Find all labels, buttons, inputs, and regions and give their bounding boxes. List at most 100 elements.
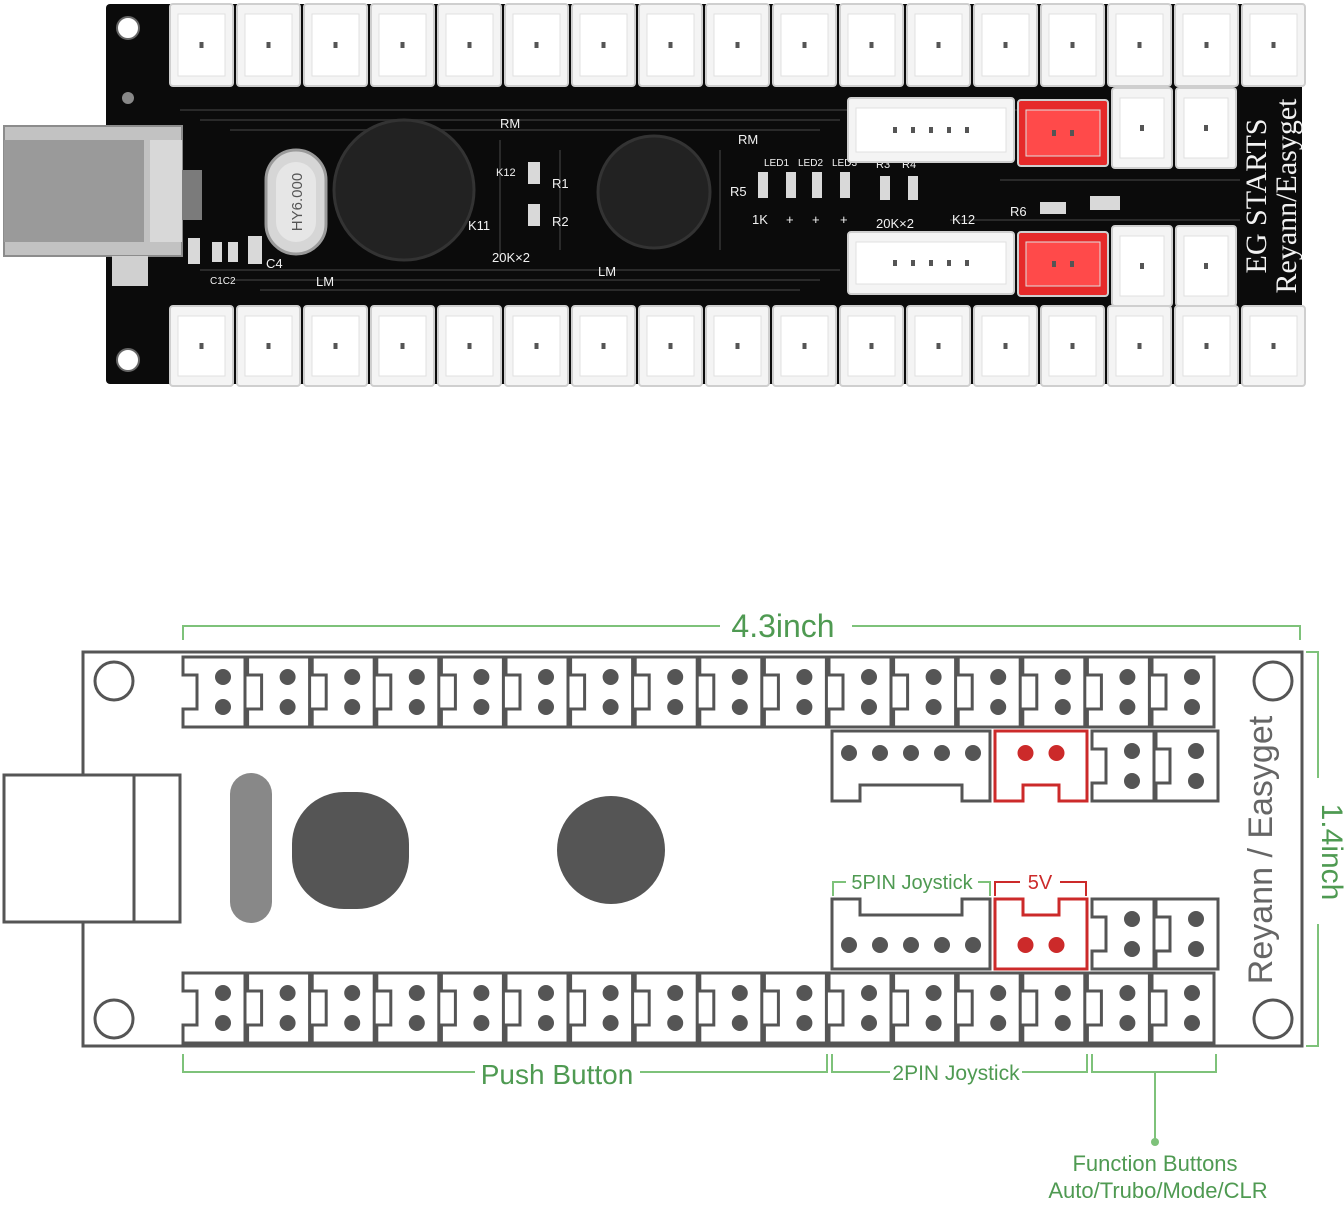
photo-bottom-connector [839,305,904,387]
chip-shape-left [292,792,409,909]
photo-bottom-connector [1174,305,1239,387]
photo-five-pin-connector-top-pin [929,127,933,133]
photo-bottom-connector [1241,305,1306,387]
silk-res-right: 20K×2 [876,216,914,231]
usb-b-port [3,125,202,286]
two-pin-label: 2PIN Joystick [892,1062,1020,1085]
five-pin-connector-bottom-pin [934,937,950,953]
photo-bottom-connector-pin [333,343,338,349]
button-connector-bottom [892,971,958,1045]
button-connector-bottom-pin [344,985,361,1001]
button-connector-bottom-pin [538,985,554,1001]
photo-top-connector [1241,3,1306,87]
button-connector-top-pin [990,699,1007,715]
photo-bottom-connector [973,305,1038,387]
photo-power-connector-bottom-cavity [1025,241,1101,287]
photo-top-connector [169,3,234,87]
button-connector-top-pin [215,669,231,685]
button-connector-bottom-pin [473,985,490,1001]
silk-k12-right: K12 [952,212,975,227]
photo-top-connector-pin [1204,42,1209,48]
photo-bottom-connector-cavity [1115,315,1164,377]
button-connector-top-pin [344,699,361,715]
button-connector-top [762,655,828,729]
photo-power-connector-bottom-pin [1052,261,1056,267]
button-connector-bottom [569,971,635,1045]
button-connector-top-pin [602,669,619,685]
photo-top-connector-pin [1003,42,1008,48]
photo-bottom-connector [772,305,837,387]
function-connector [1090,729,1156,803]
photo-top-connector-pin [534,42,539,48]
photo-top-connector-pin [936,42,941,48]
power-connector-bottom-pin [1048,937,1065,953]
button-connector-bottom [1085,971,1151,1045]
silk-lm-right: LM [598,264,616,279]
silk-lm-left: LM [316,274,334,289]
button-connector-bottom-pin [796,1015,813,1031]
silk-c4: C4 [266,256,283,271]
photo-bottom-connector-pin [936,343,941,349]
five-pin-connector-bottom-pin [903,937,919,953]
five-pin-connector-top-pin [903,745,919,761]
silkscreen-labels: RM RM LM LM K12 K11 R1 R2 20K×2 LED1 LED… [210,116,1027,289]
button-connector-top [246,655,312,729]
photo-top-connector [772,3,837,87]
photo-five-pin-connector-top-pin [965,127,969,133]
photo-bottom-connector-pin [735,343,740,349]
mount-hole [1252,660,1294,702]
photo-five-pin-connector-bottom [847,231,1015,295]
button-connector-bottom-pin [731,1015,748,1031]
height-label: 1.4inch [1315,804,1344,901]
photo-bottom-connector-pin [534,343,539,349]
silk-rm-right: RM [738,132,758,147]
photo-bottom-connector [705,305,770,387]
button-connector-bottom [762,971,828,1045]
via [122,92,134,104]
button-connector-top [698,655,764,729]
button-connector-bottom-pin [602,1015,619,1031]
button-connector-top-pin [408,699,425,715]
function-connector-pin [1124,743,1140,759]
silk-1k: 1K [752,212,768,227]
crystal-label: HY6.000 [289,173,306,231]
function-connector [1090,897,1156,971]
width-dimension [182,625,1301,640]
photo-bottom-connector [303,305,368,387]
button-connector-bottom-pin [861,1015,877,1031]
button-connector-top-pin [215,699,231,715]
photo-top-connector [1040,3,1105,87]
five-pin-label: 5PIN Joystick [851,872,973,894]
five-v-label: 5V [1028,872,1053,894]
crystal-shape [230,773,272,923]
button-connector-bottom-pin [473,1015,490,1031]
button-connector-top [181,655,247,729]
button-connector-bottom-pin [408,1015,425,1031]
board-title: EG STARTS [1240,119,1273,274]
button-connector-top-pin [861,669,877,685]
button-connector-top [439,655,505,729]
photo-bottom-connector [638,305,703,387]
button-connector-top-pin [279,669,296,685]
photo-top-connector-pin [400,42,405,48]
photo-five-pin-connector-top-pin [893,127,897,133]
five-pin-connector-bottom-outline [830,897,992,971]
photo-bottom-connector [1107,305,1172,387]
photo-bottom-connector-pin [668,343,673,349]
silk-led1: LED1 [764,158,789,169]
button-connector-bottom-pin [344,1015,361,1031]
photo-top-connector-pin [802,42,807,48]
button-connector-top [1021,655,1087,729]
photo-power-connector-top [1017,99,1109,167]
silk-plus-1: + [786,212,794,227]
button-connector-top-pin [990,669,1007,685]
button-connector-bottom [181,971,247,1045]
silk-k12-left: K12 [496,167,516,179]
brand-label: Reyann / Easyget [1242,715,1280,984]
button-connector-top-pin [1054,699,1071,715]
button-connector-bottom [246,971,312,1045]
power-connector-top-pin [1048,745,1065,761]
button-connector-bottom-pin [602,985,619,1001]
photo-function-connector-pin [1204,263,1208,269]
silk-rm-left: RM [500,116,520,131]
